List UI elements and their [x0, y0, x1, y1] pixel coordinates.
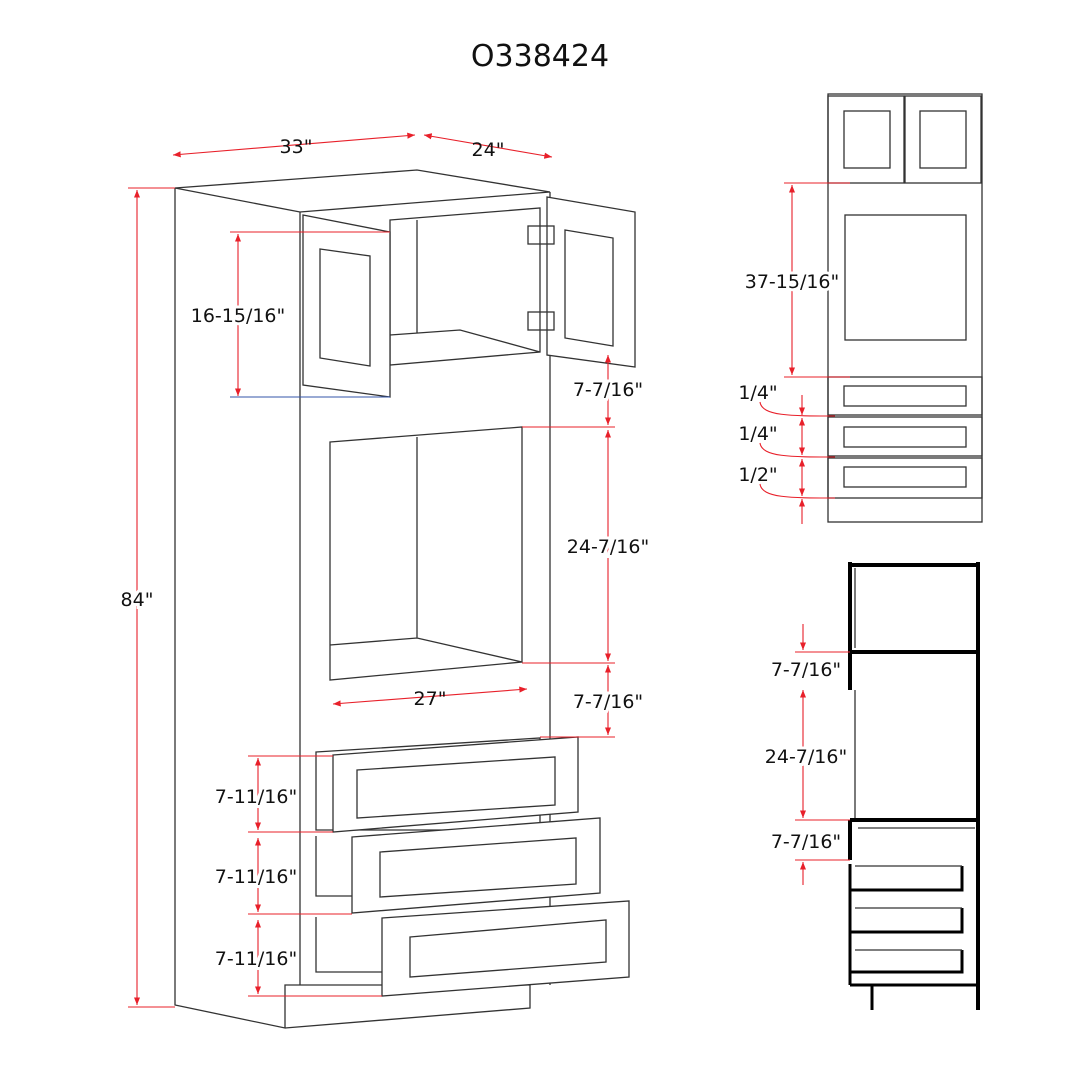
section-bottom-gap-label: 7-7/16"	[771, 831, 841, 853]
opening-height-label: 24-7/16"	[567, 536, 649, 558]
gap-above-opening-label: 7-7/16"	[573, 379, 643, 401]
main-cabinet-view	[174, 169, 636, 1029]
drawing-title: O338424	[471, 39, 609, 74]
width-label: 33"	[280, 136, 313, 158]
upper-door-height-label: 16-15/16"	[191, 305, 286, 327]
drawer-2-height-label: 7-11/16"	[215, 866, 297, 888]
depth-label: 24"	[472, 139, 505, 161]
gap-below-opening-label: 7-7/16"	[573, 691, 643, 713]
drawer-1-height-label: 7-11/16"	[215, 786, 297, 808]
drawer-3-height-label: 7-11/16"	[215, 948, 297, 970]
main-dimensions	[128, 132, 615, 1008]
section-top-gap-label: 7-7/16"	[771, 659, 841, 681]
reveal-1-label: 1/4"	[738, 382, 777, 404]
reveal-3-label: 1/2"	[738, 464, 777, 486]
section-opening-height-label: 24-7/16"	[765, 746, 847, 768]
reveal-2-label: 1/4"	[738, 423, 777, 445]
front-opening-height-label: 37-15/16"	[745, 271, 840, 293]
height-label: 84"	[121, 589, 154, 611]
section-view	[795, 562, 980, 1010]
opening-width-label: 27"	[414, 688, 447, 710]
front-view	[759, 93, 983, 524]
